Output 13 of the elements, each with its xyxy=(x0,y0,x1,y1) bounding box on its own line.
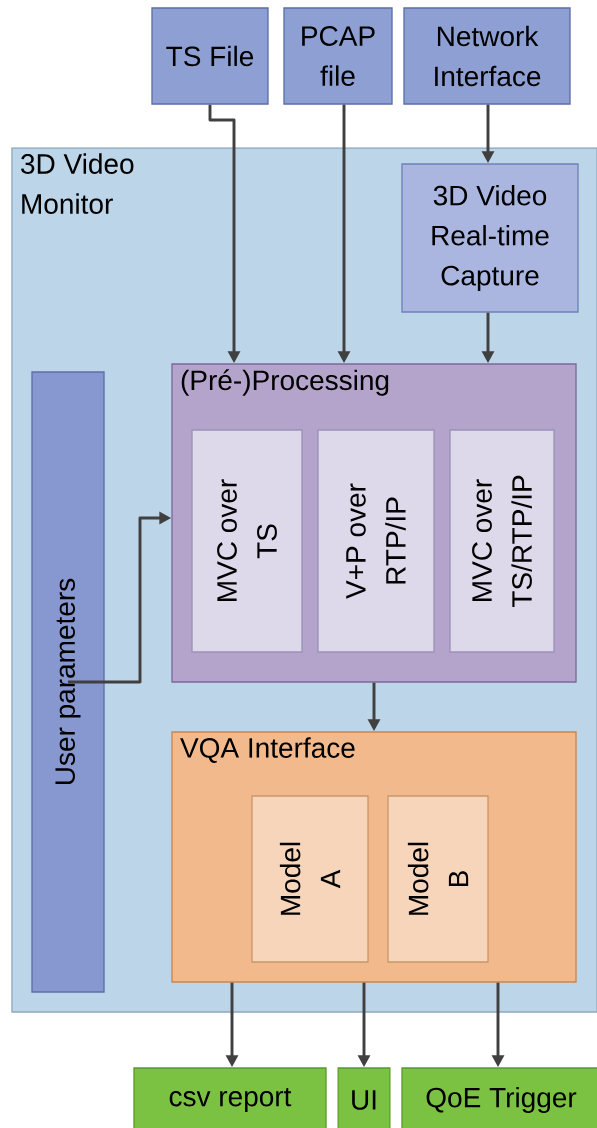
format-box: MVC over TS/RTP/IP xyxy=(449,429,555,653)
source-box: PCAP file xyxy=(283,7,393,105)
output-box: csv report xyxy=(133,1067,327,1128)
model-box: Model A xyxy=(251,795,369,963)
capture-box: 3D Video Real-time Capture xyxy=(401,163,579,313)
source-box: TS File xyxy=(151,7,269,105)
format-box: V+P over RTP/IP xyxy=(317,429,435,653)
output-box: UI xyxy=(337,1067,391,1128)
parameters-bar: User parameters xyxy=(31,371,105,993)
format-box: MVC over TS xyxy=(191,429,303,653)
output-box: QoE Trigger xyxy=(401,1067,597,1128)
source-box: Network Interface xyxy=(403,7,571,105)
model-box: Model B xyxy=(387,795,489,963)
